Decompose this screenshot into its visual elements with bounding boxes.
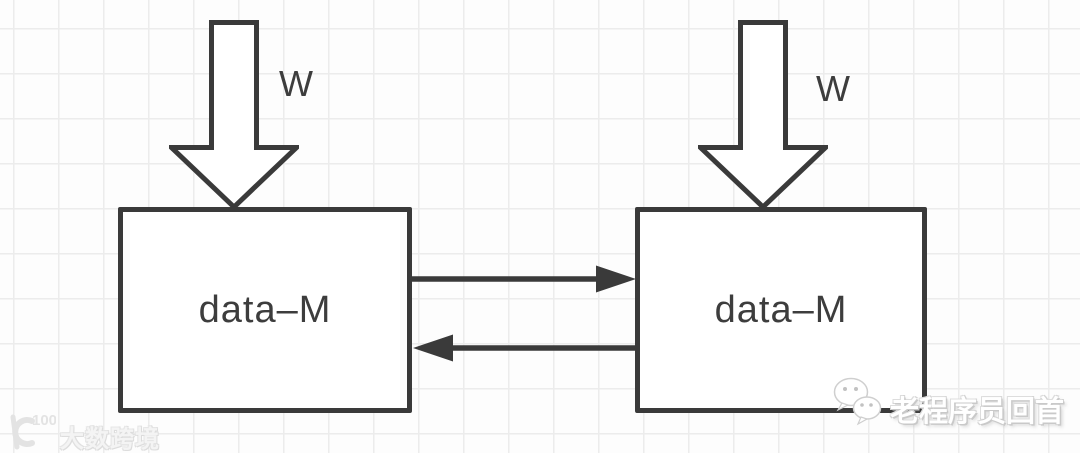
svg-text:100: 100 xyxy=(32,412,56,429)
node-data-m-left: data–M xyxy=(118,207,412,413)
node-label: data–M xyxy=(198,288,332,331)
wechat-icon xyxy=(833,377,882,426)
crescent-100-logo-icon: 100 xyxy=(10,412,56,450)
weight-label-right: W xyxy=(816,68,850,109)
watermark-bottom-left: 100 大数跨境 xyxy=(8,407,160,453)
down-arrow-left-icon xyxy=(169,20,299,210)
edge-arrow-right-icon xyxy=(410,265,636,293)
node-label: data–M xyxy=(714,288,848,331)
watermark-bottom-right: 老程序员回首 xyxy=(833,376,1064,430)
node-data-m-right: data–M xyxy=(635,207,927,413)
down-arrow-right-icon xyxy=(698,20,828,210)
watermark-text: 大数跨境 xyxy=(60,426,160,453)
watermark-text: 老程序员回首 xyxy=(890,396,1065,428)
weight-label-left: W xyxy=(279,63,313,104)
edge-arrow-left-icon xyxy=(413,334,640,362)
